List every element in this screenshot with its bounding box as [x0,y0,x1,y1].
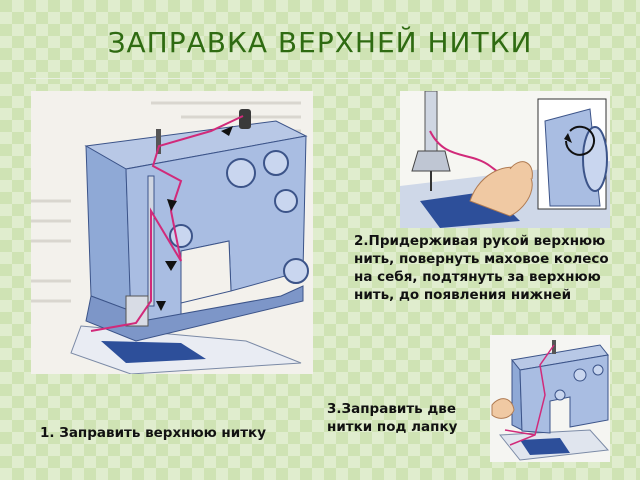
step-1-caption: 1. Заправить верхнюю нитку [40,425,267,441]
step-2-caption: 2.Придерживая рукой верхнюю нить, поверн… [354,233,609,303]
needle-closeup-illustration [400,91,610,228]
step-3-caption: 3.Заправить две нитки под лапку [327,401,458,435]
slide-title: ЗАПРАВКА ВЕРХНЕЙ НИТКИ [107,26,533,59]
two-threads-illustration [490,335,610,462]
sewing-machine-illustration [31,91,313,374]
title-divider [30,78,610,79]
